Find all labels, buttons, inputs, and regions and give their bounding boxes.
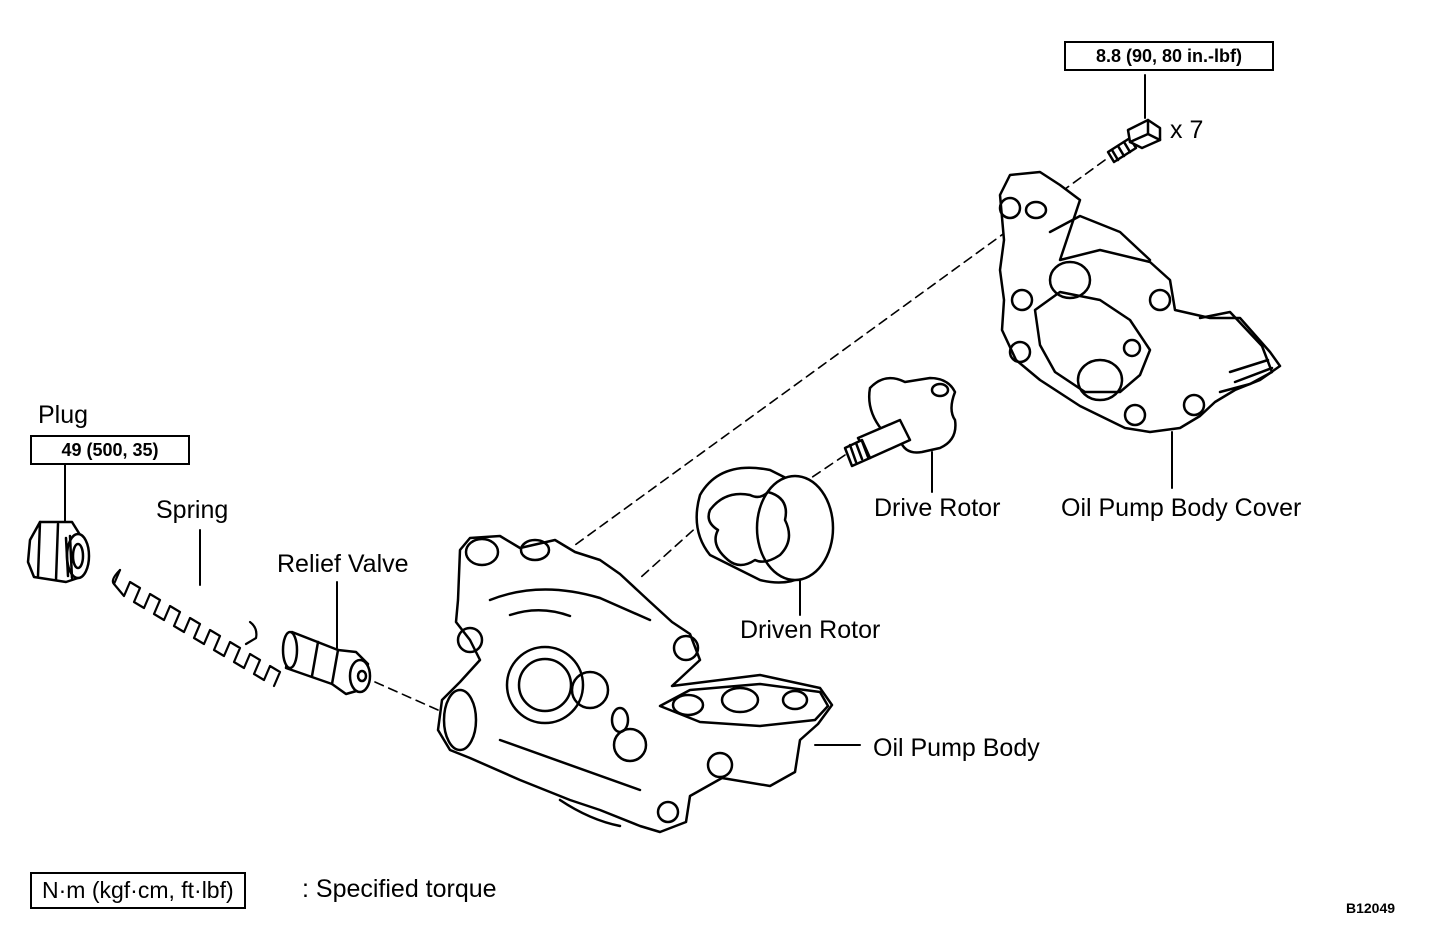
legend-units-box: N·m (kgf·cm, ft·lbf) xyxy=(30,872,246,909)
drive-rotor-part xyxy=(843,376,957,468)
spring-part xyxy=(111,568,282,688)
plug-torque-value: 49 (500, 35) xyxy=(61,440,159,460)
relief-valve-part xyxy=(281,630,372,696)
plug-torque-box: 49 (500, 35) xyxy=(30,435,190,465)
oil-pump-body-cover-label: Oil Pump Body Cover xyxy=(1061,494,1302,522)
driven-rotor-part xyxy=(695,466,835,584)
relief-valve-label: Relief Valve xyxy=(277,550,409,578)
plug-part xyxy=(26,520,91,584)
figure-code: B12049 xyxy=(1346,900,1396,916)
oil-pump-body-label: Oil Pump Body xyxy=(873,734,1040,762)
driven-rotor-label: Driven Rotor xyxy=(740,616,881,644)
drive-rotor-label: Drive Rotor xyxy=(874,494,1001,522)
bolt-quantity-label: x 7 xyxy=(1170,116,1204,144)
legend-units: N·m (kgf·cm, ft·lbf) xyxy=(42,877,234,903)
leader-lines xyxy=(64,74,1173,746)
cover-bolt-part xyxy=(1106,118,1162,164)
oil-pump-body-part xyxy=(436,534,834,834)
spring-label: Spring xyxy=(156,496,229,524)
oil-pump-body-cover-part xyxy=(998,170,1282,434)
cover-bolt-torque-value: 8.8 (90, 80 in.-lbf) xyxy=(1095,46,1243,66)
cover-bolt-torque-box: 8.8 (90, 80 in.-lbf) xyxy=(1064,41,1274,71)
legend-description: : Specified torque xyxy=(302,875,497,903)
plug-label: Plug xyxy=(38,401,89,429)
